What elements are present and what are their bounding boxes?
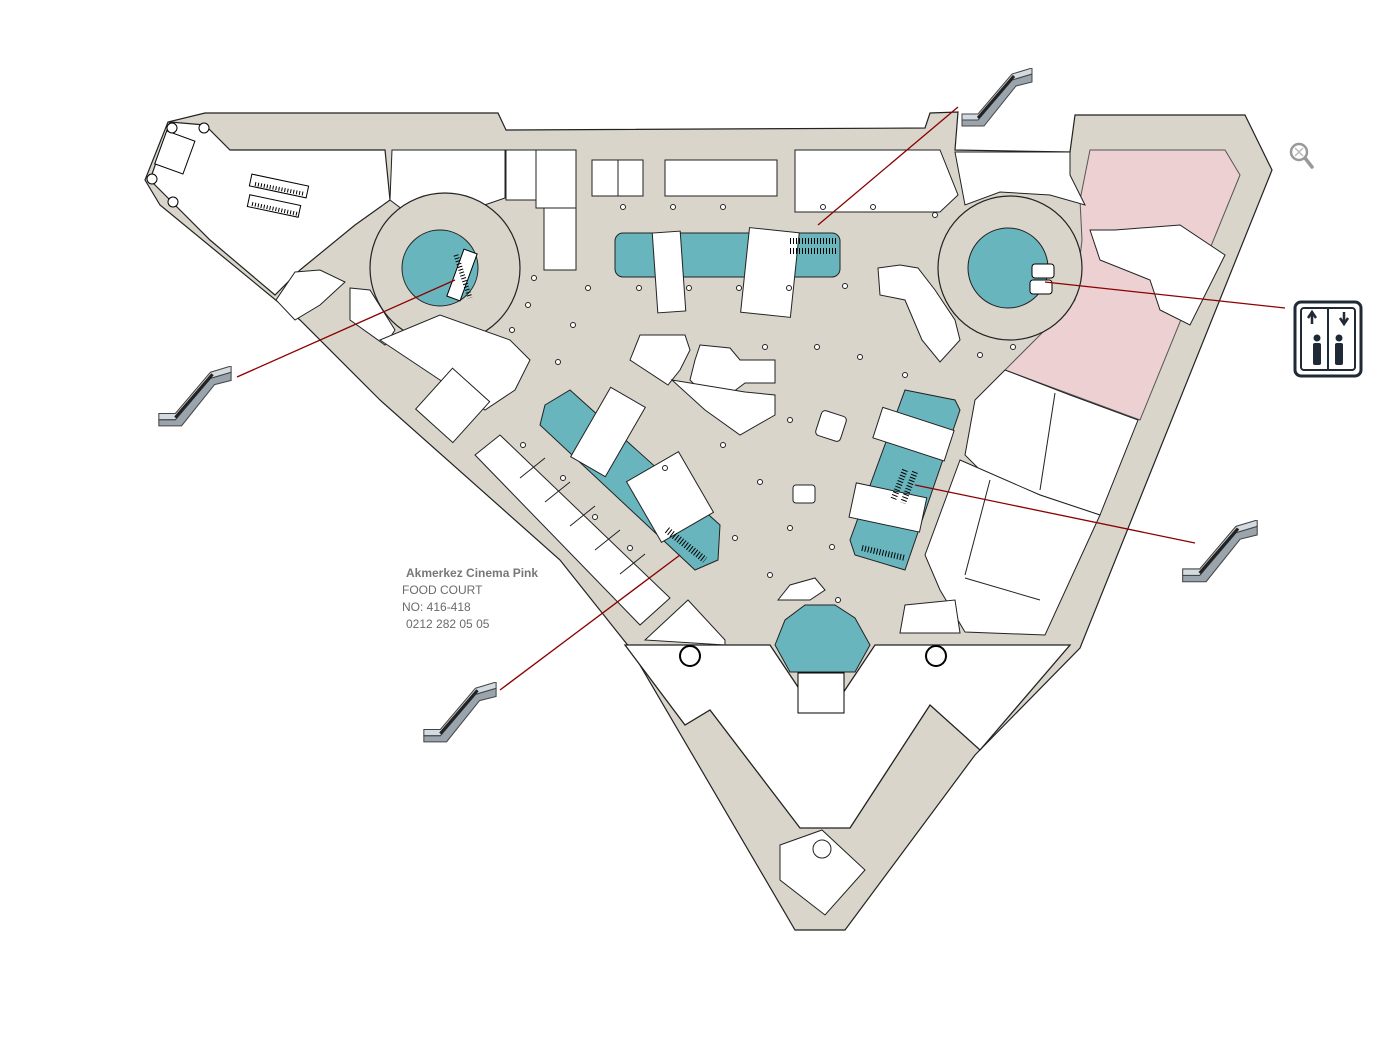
kiosk-center-1	[629, 334, 691, 386]
escalator-icon[interactable]	[1175, 520, 1267, 586]
kiosk-small	[815, 410, 847, 442]
store-top-5	[591, 159, 619, 197]
store-right-3	[1089, 224, 1226, 326]
store-left-row	[474, 434, 671, 626]
stairs-top-left	[146, 122, 210, 208]
zoom-magnifier-icon[interactable]	[1288, 140, 1314, 170]
highlight-zone	[1004, 149, 1241, 421]
store-category: FOOD COURT	[402, 583, 483, 597]
store-top-8	[794, 149, 959, 213]
store-right-2	[924, 459, 1101, 636]
kiosk-center-3	[670, 379, 776, 436]
store-top-7	[664, 159, 778, 197]
atrium-bottom-void	[774, 604, 871, 673]
store-top-6	[617, 159, 644, 197]
escalator-icon[interactable]	[415, 682, 507, 746]
escalator-top-left	[246, 173, 310, 218]
store-phone: 0212 282 05 05	[406, 617, 490, 631]
store-top-4	[543, 207, 577, 271]
elevator-icon[interactable]	[1293, 300, 1363, 378]
store-unit: NO: 416-418	[402, 600, 471, 614]
store-info: Akmerkez Cinema Pink FOOD COURT NO: 416-…	[402, 565, 538, 633]
escalator-icon[interactable]	[150, 366, 242, 430]
store-name[interactable]: Akmerkez Cinema Pink	[406, 566, 539, 580]
columns	[509, 204, 1016, 603]
store-left-1	[275, 269, 346, 321]
escalator-icon[interactable]	[958, 68, 1038, 130]
store-top-3	[535, 149, 577, 209]
store-top-9	[954, 151, 1086, 206]
